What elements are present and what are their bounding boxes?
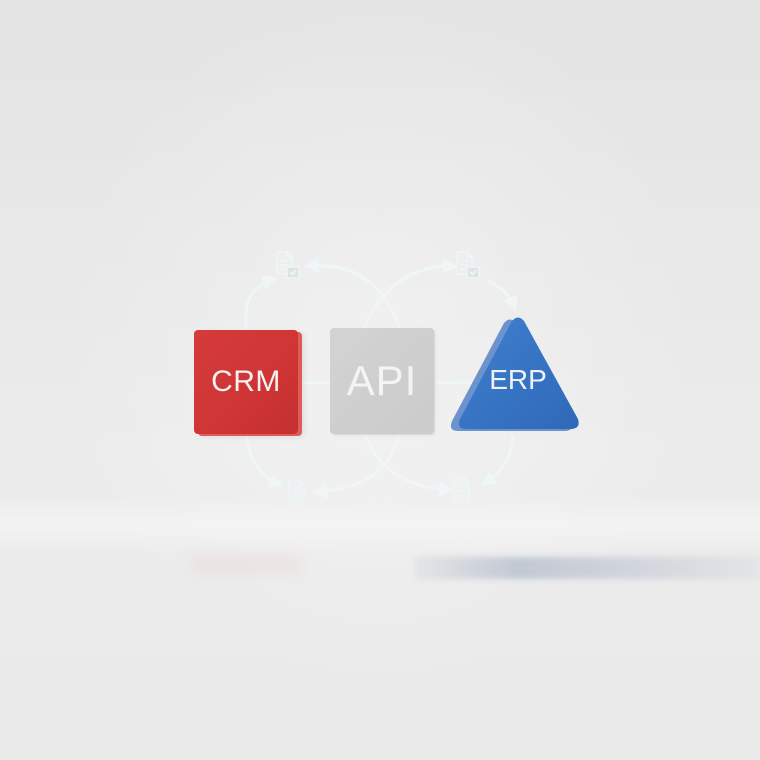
erp-node bbox=[450, 317, 579, 431]
arrow-crm-to-bottom-left-doc bbox=[245, 434, 284, 487]
erp-label: ERP bbox=[489, 364, 547, 395]
connector-crm-api bbox=[300, 381, 330, 384]
arrow-erp-to-bottom-right-doc bbox=[480, 434, 515, 485]
arrow-api-to-top-right-doc bbox=[362, 258, 458, 330]
floor-highlight bbox=[0, 495, 760, 555]
arrow-api-to-top-left-doc bbox=[304, 257, 402, 330]
erp-floor-shadow bbox=[415, 557, 760, 579]
api-label: API bbox=[346, 357, 418, 404]
arrow-top-right-doc-to-erp bbox=[488, 280, 518, 312]
arrow-api-to-bottom-left-doc bbox=[312, 434, 400, 499]
document-check-icon-top-right bbox=[456, 251, 480, 279]
crm-label: CRM bbox=[211, 365, 281, 398]
arrow-api-to-bottom-right-doc bbox=[364, 434, 454, 498]
api-node: API bbox=[330, 328, 434, 434]
crm-node: CRM bbox=[194, 330, 298, 434]
crm-floor-reflection bbox=[190, 555, 300, 575]
document-icon-bottom-left bbox=[288, 479, 305, 505]
document-check-icon-top-left bbox=[276, 251, 300, 279]
arrow-crm-to-top-left-doc bbox=[244, 275, 278, 330]
connector-api-erp bbox=[436, 381, 474, 384]
document-icon-bottom-right bbox=[453, 476, 470, 502]
